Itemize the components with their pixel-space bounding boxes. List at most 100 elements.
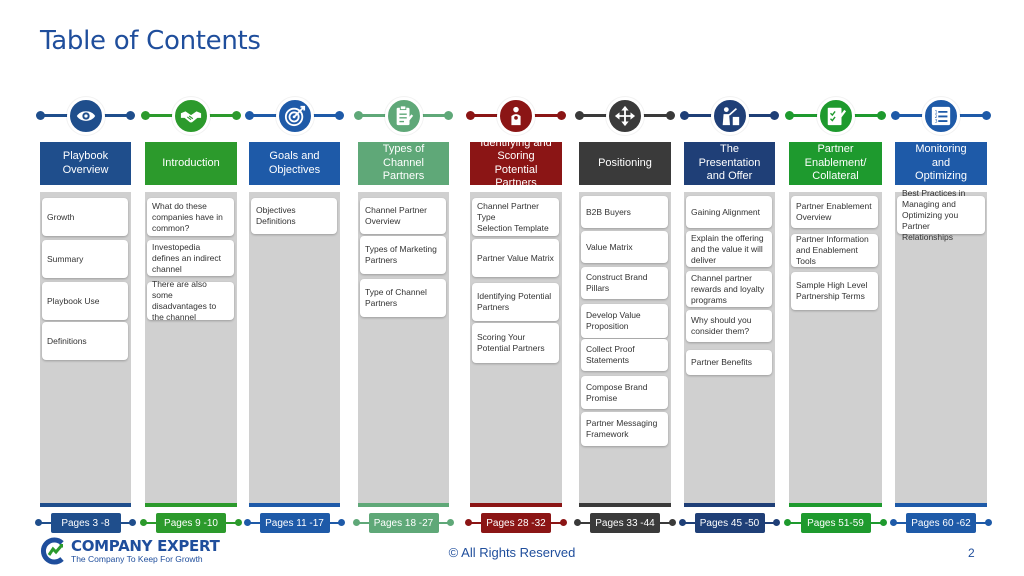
page-range-tag[interactable]: Pages 28 -32 (481, 513, 551, 533)
connector-dot (877, 111, 886, 120)
toc-item-line: Partnership Terms (796, 291, 865, 301)
toc-item[interactable]: Partner Benefits (686, 350, 772, 375)
toc-item-line: There are also some (152, 279, 207, 300)
page-connector-dot (235, 519, 242, 526)
toc-item-line: Growth (47, 211, 75, 222)
section-header-introduction[interactable]: Introduction (145, 142, 237, 185)
toc-item[interactable]: Summary (42, 240, 128, 278)
toc-item-label: Summary (47, 254, 83, 265)
toc-item[interactable]: Partner Value Matrix (472, 239, 559, 277)
section-header-positioning[interactable]: Positioning (579, 142, 671, 185)
header-line: Objectives (268, 163, 321, 176)
page-range-tag[interactable]: Pages 9 -10 (156, 513, 226, 533)
toc-item[interactable]: Definitions (42, 322, 128, 360)
toc-item-line: Partner Enablement (796, 201, 872, 211)
svg-text:2: 2 (935, 114, 938, 120)
section-bottom-bar (579, 503, 671, 507)
toc-item-line: Promise (586, 392, 618, 403)
page-range-tag[interactable]: Pages 45 -50 (694, 513, 765, 533)
toc-item-line: Playbook Use (47, 295, 100, 306)
toc-item[interactable]: Playbook Use (42, 282, 128, 320)
connector-dot (245, 111, 254, 120)
page-connector-dot (985, 519, 992, 526)
section-header-label: Introduction (162, 157, 219, 171)
section-panel (895, 192, 987, 503)
toc-item-label: Value Matrix (586, 242, 633, 253)
page-range-tag[interactable]: Pages 3 -8 (50, 513, 121, 533)
toc-item[interactable]: Gaining Alignment (686, 196, 772, 228)
header-line: Optimizing (915, 170, 967, 183)
page-range-tag[interactable]: Pages 60 -62 (906, 513, 976, 533)
page-range-tag[interactable]: Pages 51-59 (800, 513, 871, 533)
toc-item-line: channel (152, 263, 182, 274)
header-line: Monitoring (915, 143, 967, 156)
toc-item-line: Overview (796, 212, 832, 222)
toc-item-line: Collect Proof (586, 344, 635, 354)
section-panel (249, 192, 340, 503)
page-range-tag[interactable]: Pages 11 -17 (259, 513, 330, 533)
toc-item-line: Partners (365, 255, 398, 265)
toc-item-line: Why should you (691, 315, 752, 325)
handshake-icon (172, 97, 210, 135)
toc-item-line: companies have in (152, 211, 223, 222)
toc-item-line: disadvantages to (152, 301, 217, 311)
connector-dot (666, 111, 675, 120)
page-range-tag[interactable]: Pages 33 -44 (590, 513, 660, 533)
toc-item[interactable]: B2B Buyers (581, 196, 668, 228)
clipboard-icon (384, 97, 423, 135)
toc-item[interactable]: Growth (42, 198, 128, 236)
connector-dot (575, 111, 584, 120)
connector-dot (982, 111, 991, 120)
page-connector-dot (447, 519, 454, 526)
toc-item-line: rewards and loyalty (691, 283, 765, 294)
header-line: Identifying and (480, 136, 552, 149)
toc-item-line: Channel partner (691, 272, 752, 283)
toc-item[interactable]: Value Matrix (581, 231, 668, 263)
toc-item-line: Best Practices in (902, 187, 966, 198)
toc-item-line: Potential Partners (477, 343, 545, 353)
page-connector-dot (129, 519, 136, 526)
logo-mark-icon (40, 537, 68, 565)
toc-item-line: programs (691, 294, 727, 305)
toc-item-line: Types of Marketing (365, 244, 437, 254)
connector-dot (891, 111, 900, 120)
page-range-tag[interactable]: Pages 18 -27 (368, 513, 439, 533)
header-line: Positioning (598, 156, 652, 169)
connector-dot (141, 111, 150, 120)
header-line: Overview (62, 163, 109, 176)
